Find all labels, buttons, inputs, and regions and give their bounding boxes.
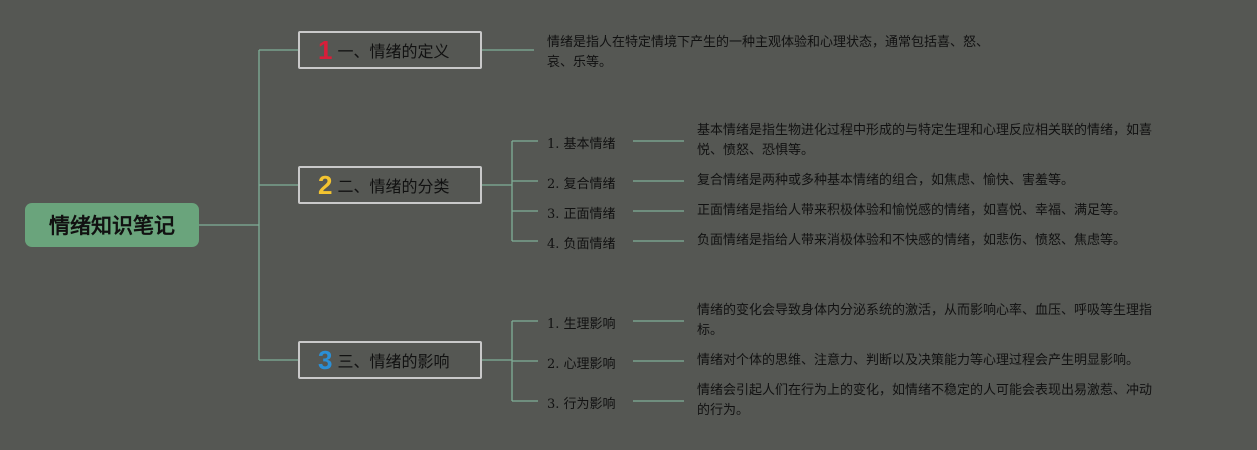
desc-line: 负面情绪是指给人带来消极体验和不快感的情绪，如悲伤、愤怒、焦虑等。 <box>697 233 1127 248</box>
desc-line: 基本情绪是指生物进化过程中形成的与特定生理和心理反应相关联的情绪，如喜 <box>697 123 1153 138</box>
desc-line: 的行为。 <box>697 403 750 418</box>
desc-line: 正面情绪是指给人带来积极体验和愉悦感的情绪，如喜悦、幸福、满足等。 <box>697 203 1127 218</box>
subtopic-psychological-influence[interactable]: 2. 心理影响 <box>547 357 616 372</box>
basic-emotion-description: 基本情绪是指生物进化过程中形成的与特定生理和心理反应相关联的情绪，如喜 悦、愤怒… <box>697 121 1152 161</box>
topic-label: 二、情绪的分类 <box>337 177 450 196</box>
desc-line: 悦、愤怒、恐惧等。 <box>697 143 815 158</box>
desc-line: 复合情绪是两种或多种基本情绪的组合，如焦虑、愉快、害羞等。 <box>697 173 1075 188</box>
topic-definition[interactable]: 1 一、情绪的定义 <box>298 31 482 69</box>
topic-label: 一、情绪的定义 <box>337 42 450 61</box>
subtopic-physiological-influence[interactable]: 1. 生理影响 <box>547 317 616 332</box>
number-3-icon: 3 <box>318 345 333 375</box>
physiological-influence-description: 情绪的变化会导致身体内分泌系统的激活，从而影响心率、血压、呼吸等生理指 标。 <box>697 301 1152 341</box>
number-2-icon: 2 <box>318 170 333 200</box>
compound-emotion-description: 复合情绪是两种或多种基本情绪的组合，如焦虑、愉快、害羞等。 <box>697 171 1074 191</box>
behavioral-influence-description: 情绪会引起人们在行为上的变化，如情绪不稳定的人可能会表现出易激惹、冲动 的行为。 <box>697 381 1152 421</box>
subtopic-behavioral-influence[interactable]: 3. 行为影响 <box>547 397 616 412</box>
root-node[interactable]: 情绪知识笔记 <box>25 203 199 247</box>
subtopic-basic-emotion[interactable]: 1. 基本情绪 <box>547 137 616 152</box>
desc-line: 情绪对个体的思维、注意力、判断以及决策能力等心理过程会产生明显影响。 <box>697 353 1140 368</box>
root-label: 情绪知识笔记 <box>49 214 175 238</box>
number-1-icon: 1 <box>318 35 333 65</box>
subtopic-negative-emotion[interactable]: 4. 负面情绪 <box>547 237 616 252</box>
desc-line: 情绪是指人在特定情境下产生的一种主观体验和心理状态，通常包括喜、怒、 <box>547 35 990 50</box>
definition-description: 情绪是指人在特定情境下产生的一种主观体验和心理状态，通常包括喜、怒、 哀、乐等。 <box>547 33 989 73</box>
subtopic-positive-emotion[interactable]: 3. 正面情绪 <box>547 207 616 222</box>
topic-classification[interactable]: 2 二、情绪的分类 <box>298 166 482 204</box>
subtopic-compound-emotion[interactable]: 2. 复合情绪 <box>547 177 616 192</box>
psychological-influence-description: 情绪对个体的思维、注意力、判断以及决策能力等心理过程会产生明显影响。 <box>697 351 1139 371</box>
desc-line: 情绪会引起人们在行为上的变化，如情绪不稳定的人可能会表现出易激惹、冲动 <box>697 383 1153 398</box>
positive-emotion-description: 正面情绪是指给人带来积极体验和愉悦感的情绪，如喜悦、幸福、满足等。 <box>697 201 1126 221</box>
desc-line: 情绪的变化会导致身体内分泌系统的激活，从而影响心率、血压、呼吸等生理指 <box>697 303 1153 318</box>
negative-emotion-description: 负面情绪是指给人带来消极体验和不快感的情绪，如悲伤、愤怒、焦虑等。 <box>697 231 1126 251</box>
desc-line: 标。 <box>697 323 724 338</box>
desc-line: 哀、乐等。 <box>547 55 613 70</box>
topic-influence[interactable]: 3 三、情绪的影响 <box>298 341 482 379</box>
topic-label: 三、情绪的影响 <box>337 352 450 371</box>
